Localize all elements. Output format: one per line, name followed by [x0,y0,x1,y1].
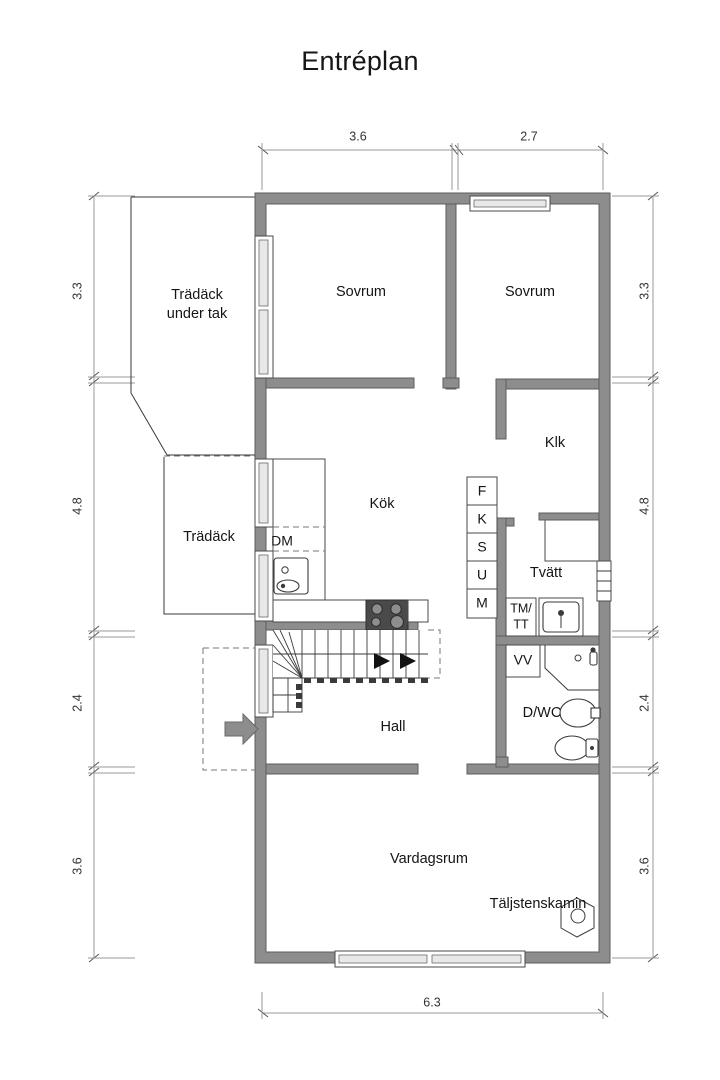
dim-right-1: 3.3 [637,282,651,299]
staircase [272,629,441,713]
entry-arrow [224,712,259,746]
dim-right-3: 2.4 [637,694,651,711]
window-west-kitchen [254,458,274,528]
label-laundry: Tvätt [530,565,562,581]
laundry-sink [538,597,584,637]
label-closet: Klk [545,435,566,451]
cooktop [365,599,409,631]
deck-outline [163,455,262,615]
label-living-room: Vardagsrum [390,851,468,867]
bathroom-basin [559,698,601,728]
label-fireplace: Täljstenskamin [490,896,587,912]
label-covered-deck-line1: Trädäck [171,287,224,303]
stair-direction-arrow-1 [374,653,390,669]
windows [254,195,612,968]
appliance-f: F [478,483,487,499]
toilet [554,735,599,761]
dim-left-2: 4.8 [70,497,84,514]
label-bathroom: D/WC [523,705,562,721]
appliance-tt-line2: TT [513,617,529,631]
window-east-laundry [596,560,612,602]
label-hall: Hall [381,719,406,735]
fireplace-symbol [560,897,595,938]
appliance-u: U [477,567,487,583]
kitchen-cabinets [272,458,429,631]
room-labels: Trädäck under tak Sovrum Sovrum Klk Kök … [167,284,587,912]
label-bedroom-left: Sovrum [336,284,386,300]
label-dishwasher: DM [271,533,293,549]
dim-left-4: 3.6 [70,857,84,874]
label-deck: Trädäck [183,529,236,545]
page-title: Entréplan [301,46,419,76]
window-west-hall [254,644,274,718]
appliance-tm-line1: TM/ [510,601,532,615]
dim-right-4: 3.6 [637,857,651,874]
stair-nosing [296,678,428,708]
window-west-kitchen-lower [254,550,274,622]
dim-left-3: 2.4 [70,694,84,711]
stair-direction-arrow-2 [400,653,416,669]
appliance-vv: VV [514,652,533,668]
shower-mixer [589,647,598,666]
appliance-m: M [476,595,488,611]
dim-left-1: 3.3 [70,282,84,299]
left-dimension-chain: 3.3 4.8 2.4 3.6 [70,191,135,963]
window-north-bedroom [469,195,551,212]
label-kitchen: Kök [370,496,396,512]
entry-zone [202,647,259,771]
label-covered-deck-line2: under tak [167,306,228,322]
appliance-k: K [477,511,487,527]
dim-top-1: 3.6 [349,129,366,143]
label-bedroom-right: Sovrum [505,284,555,300]
laundry-fixtures: TM/ TT VV [505,512,600,678]
right-dimension-chain: 3.3 4.8 2.4 3.6 [612,191,659,963]
appliance-s: S [477,539,486,555]
appliance-column: F K S U M [466,476,498,619]
top-dimension-chain: 3.6 2.7 [257,129,609,190]
kitchen-sink [273,557,309,595]
dim-top-2: 2.7 [520,129,537,143]
dim-bottom-1: 6.3 [423,995,440,1009]
covered-deck-outline [130,196,262,456]
dim-right-2: 4.8 [637,497,651,514]
bottom-dimension-chain: 6.3 [257,992,609,1019]
window-south-livingroom [334,950,526,968]
bathroom-fixtures [544,645,601,761]
window-west-bedroom [254,235,274,379]
